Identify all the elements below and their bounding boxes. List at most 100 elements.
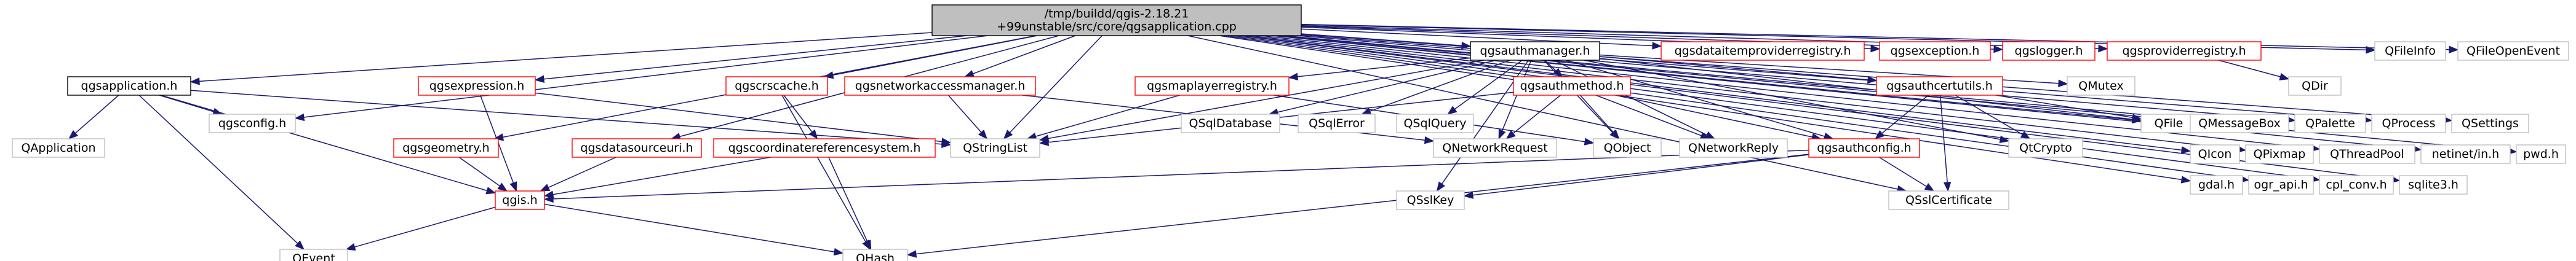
edge-root-to-qgsexpression xyxy=(534,35,968,83)
edge-qgscrscache-to-QHash xyxy=(781,95,871,251)
edge-qgsdatasourceuri-to-qgis xyxy=(540,157,616,192)
node-qgsauthmanager[interactable]: qgsauthmanager.h xyxy=(1470,41,1600,61)
node-label: qgsproviderregistry.h xyxy=(2122,44,2246,58)
edge-qgsauthconfig-to-qgis xyxy=(543,149,1809,203)
node-gdal: gdal.h xyxy=(2190,175,2243,195)
node-root[interactable]: /tmp/buildd/qgis-2.18.21+99unstable/src/… xyxy=(931,4,1302,36)
node-label: QSslKey xyxy=(1407,193,1454,207)
edge-line xyxy=(1260,35,2311,149)
edge-qgsmaplayerregistry-to-QStringList xyxy=(1026,95,1180,140)
node-qgsgeometry[interactable]: qgsgeometry.h xyxy=(393,138,499,158)
node-qsslkey: QSslKey xyxy=(1396,190,1465,210)
node-box xyxy=(1134,76,1290,96)
node-box xyxy=(2008,138,2083,158)
arrowhead xyxy=(1924,183,1935,192)
node-box xyxy=(2245,144,2314,164)
arrowhead xyxy=(1461,41,1472,50)
edge-root-to-qgsapplication xyxy=(189,32,933,85)
arrowhead xyxy=(1288,72,1299,81)
edge-qgsauthconfig-to-QSslCertificate xyxy=(1878,157,1935,192)
node-label: QNetworkReply xyxy=(1688,141,1779,155)
node-label-line: qgsauthmethod.h xyxy=(1520,79,1624,93)
edge-line xyxy=(973,35,1076,74)
node-qgsexception[interactable]: qgsexception.h xyxy=(1879,41,1991,61)
edge-line xyxy=(1543,60,1613,133)
node-label: qgsmaplayerregistry.h xyxy=(1147,79,1277,93)
node-qhash: QHash xyxy=(842,249,908,261)
node-qgscoordinatereferencesystem[interactable]: qgscoordinatereferencesystem.h xyxy=(713,138,936,158)
node-label: qgsauthmethod.h xyxy=(1520,79,1624,93)
edge-line xyxy=(832,35,1038,76)
node-qmutex: QMutex xyxy=(2067,76,2135,96)
node-box xyxy=(2420,144,2511,164)
edge-line xyxy=(1599,56,1868,80)
node-label: QIcon xyxy=(2198,147,2232,161)
node-box xyxy=(279,249,348,261)
edge-line xyxy=(458,157,500,187)
node-qgsauthconfig[interactable]: qgsauthconfig.h xyxy=(1808,138,1920,158)
node-qgsdatasourceuri[interactable]: qgsdatasourceuri.h xyxy=(572,138,702,158)
arrowhead xyxy=(833,247,844,256)
node-box xyxy=(1879,41,1991,61)
arrowhead xyxy=(1447,106,1457,115)
arrowhead xyxy=(1610,130,1620,140)
edge-qgis-to-QHash xyxy=(544,203,844,256)
node-qgsmaplayerregistry[interactable]: qgsmaplayerregistry.h xyxy=(1134,76,1290,96)
node-label: qgsnetworkaccessmanager.h xyxy=(855,79,1026,93)
edge-qgsauthmanager-to-QSqlDatabase xyxy=(1268,60,1497,116)
node-label-line: qgsapplication.h xyxy=(81,79,178,93)
node-label: QThreadPool xyxy=(2330,147,2404,161)
edge-line xyxy=(1472,154,1809,196)
node-box xyxy=(495,190,545,210)
arrowhead xyxy=(543,195,554,203)
arrowhead xyxy=(1463,191,1474,199)
node-qgis[interactable]: qgis.h xyxy=(495,190,545,210)
node-label-line: qgsauthconfig.h xyxy=(1817,141,1911,155)
node-label-line: QHash xyxy=(856,252,895,261)
edge-line xyxy=(535,92,943,142)
node-label-line: QNetworkRequest xyxy=(1442,141,1547,155)
node-label: QSettings xyxy=(2462,117,2519,130)
edge-line xyxy=(543,35,968,80)
node-box xyxy=(67,76,191,96)
node-label-line: QStringList xyxy=(963,141,1027,155)
edge-line xyxy=(915,154,1809,255)
edge-line xyxy=(1283,35,2182,119)
node-label-line: QIcon xyxy=(2198,147,2232,161)
node-label-line: qgsdataitemproviderregistry.h xyxy=(1675,44,1851,58)
node-qthreadpool: QThreadPool xyxy=(2319,144,2415,164)
node-label-line: qgsnetworkaccessmanager.h xyxy=(855,79,1026,93)
node-label-line: sqlite3.h xyxy=(2408,178,2458,192)
node-label-line: qgsexpression.h xyxy=(429,79,525,93)
node-label: QMutex xyxy=(2078,79,2123,93)
node-label: qgsexception.h xyxy=(1891,44,1980,58)
node-qgsproviderregistry[interactable]: qgsproviderregistry.h xyxy=(2107,41,2262,61)
node-qgsexpression[interactable]: qgsexpression.h xyxy=(418,76,536,96)
node-qgsdataitemproviderregistry[interactable]: qgsdataitemproviderregistry.h xyxy=(1661,41,1865,61)
edge-qgsnetworkaccessmanager-to-QStringList xyxy=(947,95,988,140)
edge-line xyxy=(1595,95,1702,136)
node-box xyxy=(1298,114,1376,133)
edge-qgsauthmanager-to-qgsauthcertutils xyxy=(1599,56,1878,84)
node-box xyxy=(713,138,936,158)
edge-line xyxy=(828,157,868,242)
node-box xyxy=(209,114,296,133)
node-box xyxy=(1396,114,1474,133)
node-label: netinet/in.h xyxy=(2432,147,2499,161)
node-qfileinfo: QFileInfo xyxy=(2374,41,2446,61)
edge-qgsauthmethod-to-QObject xyxy=(1579,95,1620,140)
node-qgslogger[interactable]: qgslogger.h xyxy=(2002,41,2095,61)
node-qgscrscache[interactable]: qgscrscache.h xyxy=(725,76,828,96)
edge-line xyxy=(781,95,866,243)
node-qgsapplication[interactable]: qgsapplication.h xyxy=(67,76,191,96)
node-box xyxy=(2288,76,2342,96)
edge-line xyxy=(75,95,119,134)
node-qgsauthcertutils[interactable]: qgsauthcertutils.h xyxy=(1876,76,2003,96)
node-label-line: netinet/in.h xyxy=(2432,147,2499,161)
node-box xyxy=(2319,144,2415,164)
node-label-line: QApplication xyxy=(21,141,95,155)
node-qgsauthmethod[interactable]: qgsauthmethod.h xyxy=(1513,76,1631,96)
node-label: qgsapplication.h xyxy=(81,79,178,93)
edge-line xyxy=(1955,95,2023,135)
node-qgsnetworkaccessmanager[interactable]: qgsnetworkaccessmanager.h xyxy=(844,76,1036,96)
